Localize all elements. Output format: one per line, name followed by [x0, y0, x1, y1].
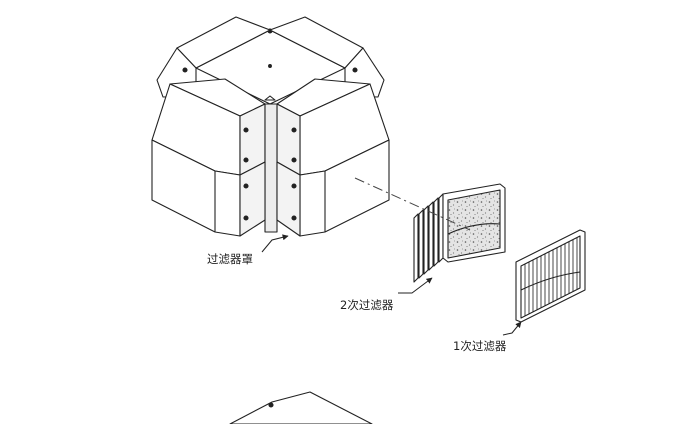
secondary-filter	[413, 183, 506, 283]
leader-line-cover	[261, 234, 289, 253]
assembly-guide-line	[354, 177, 471, 231]
leader-line-primary	[502, 321, 522, 336]
leader-line-secondary	[398, 277, 433, 294]
lower-housing-partial	[229, 391, 373, 425]
filter-cover	[151, 16, 390, 237]
primary-filter-label: 1次过滤器	[453, 339, 507, 353]
filter-cover-label: 过滤器罩	[207, 252, 253, 266]
primary-filter	[515, 229, 586, 323]
secondary-filter-label: 2次过滤器	[340, 298, 394, 312]
